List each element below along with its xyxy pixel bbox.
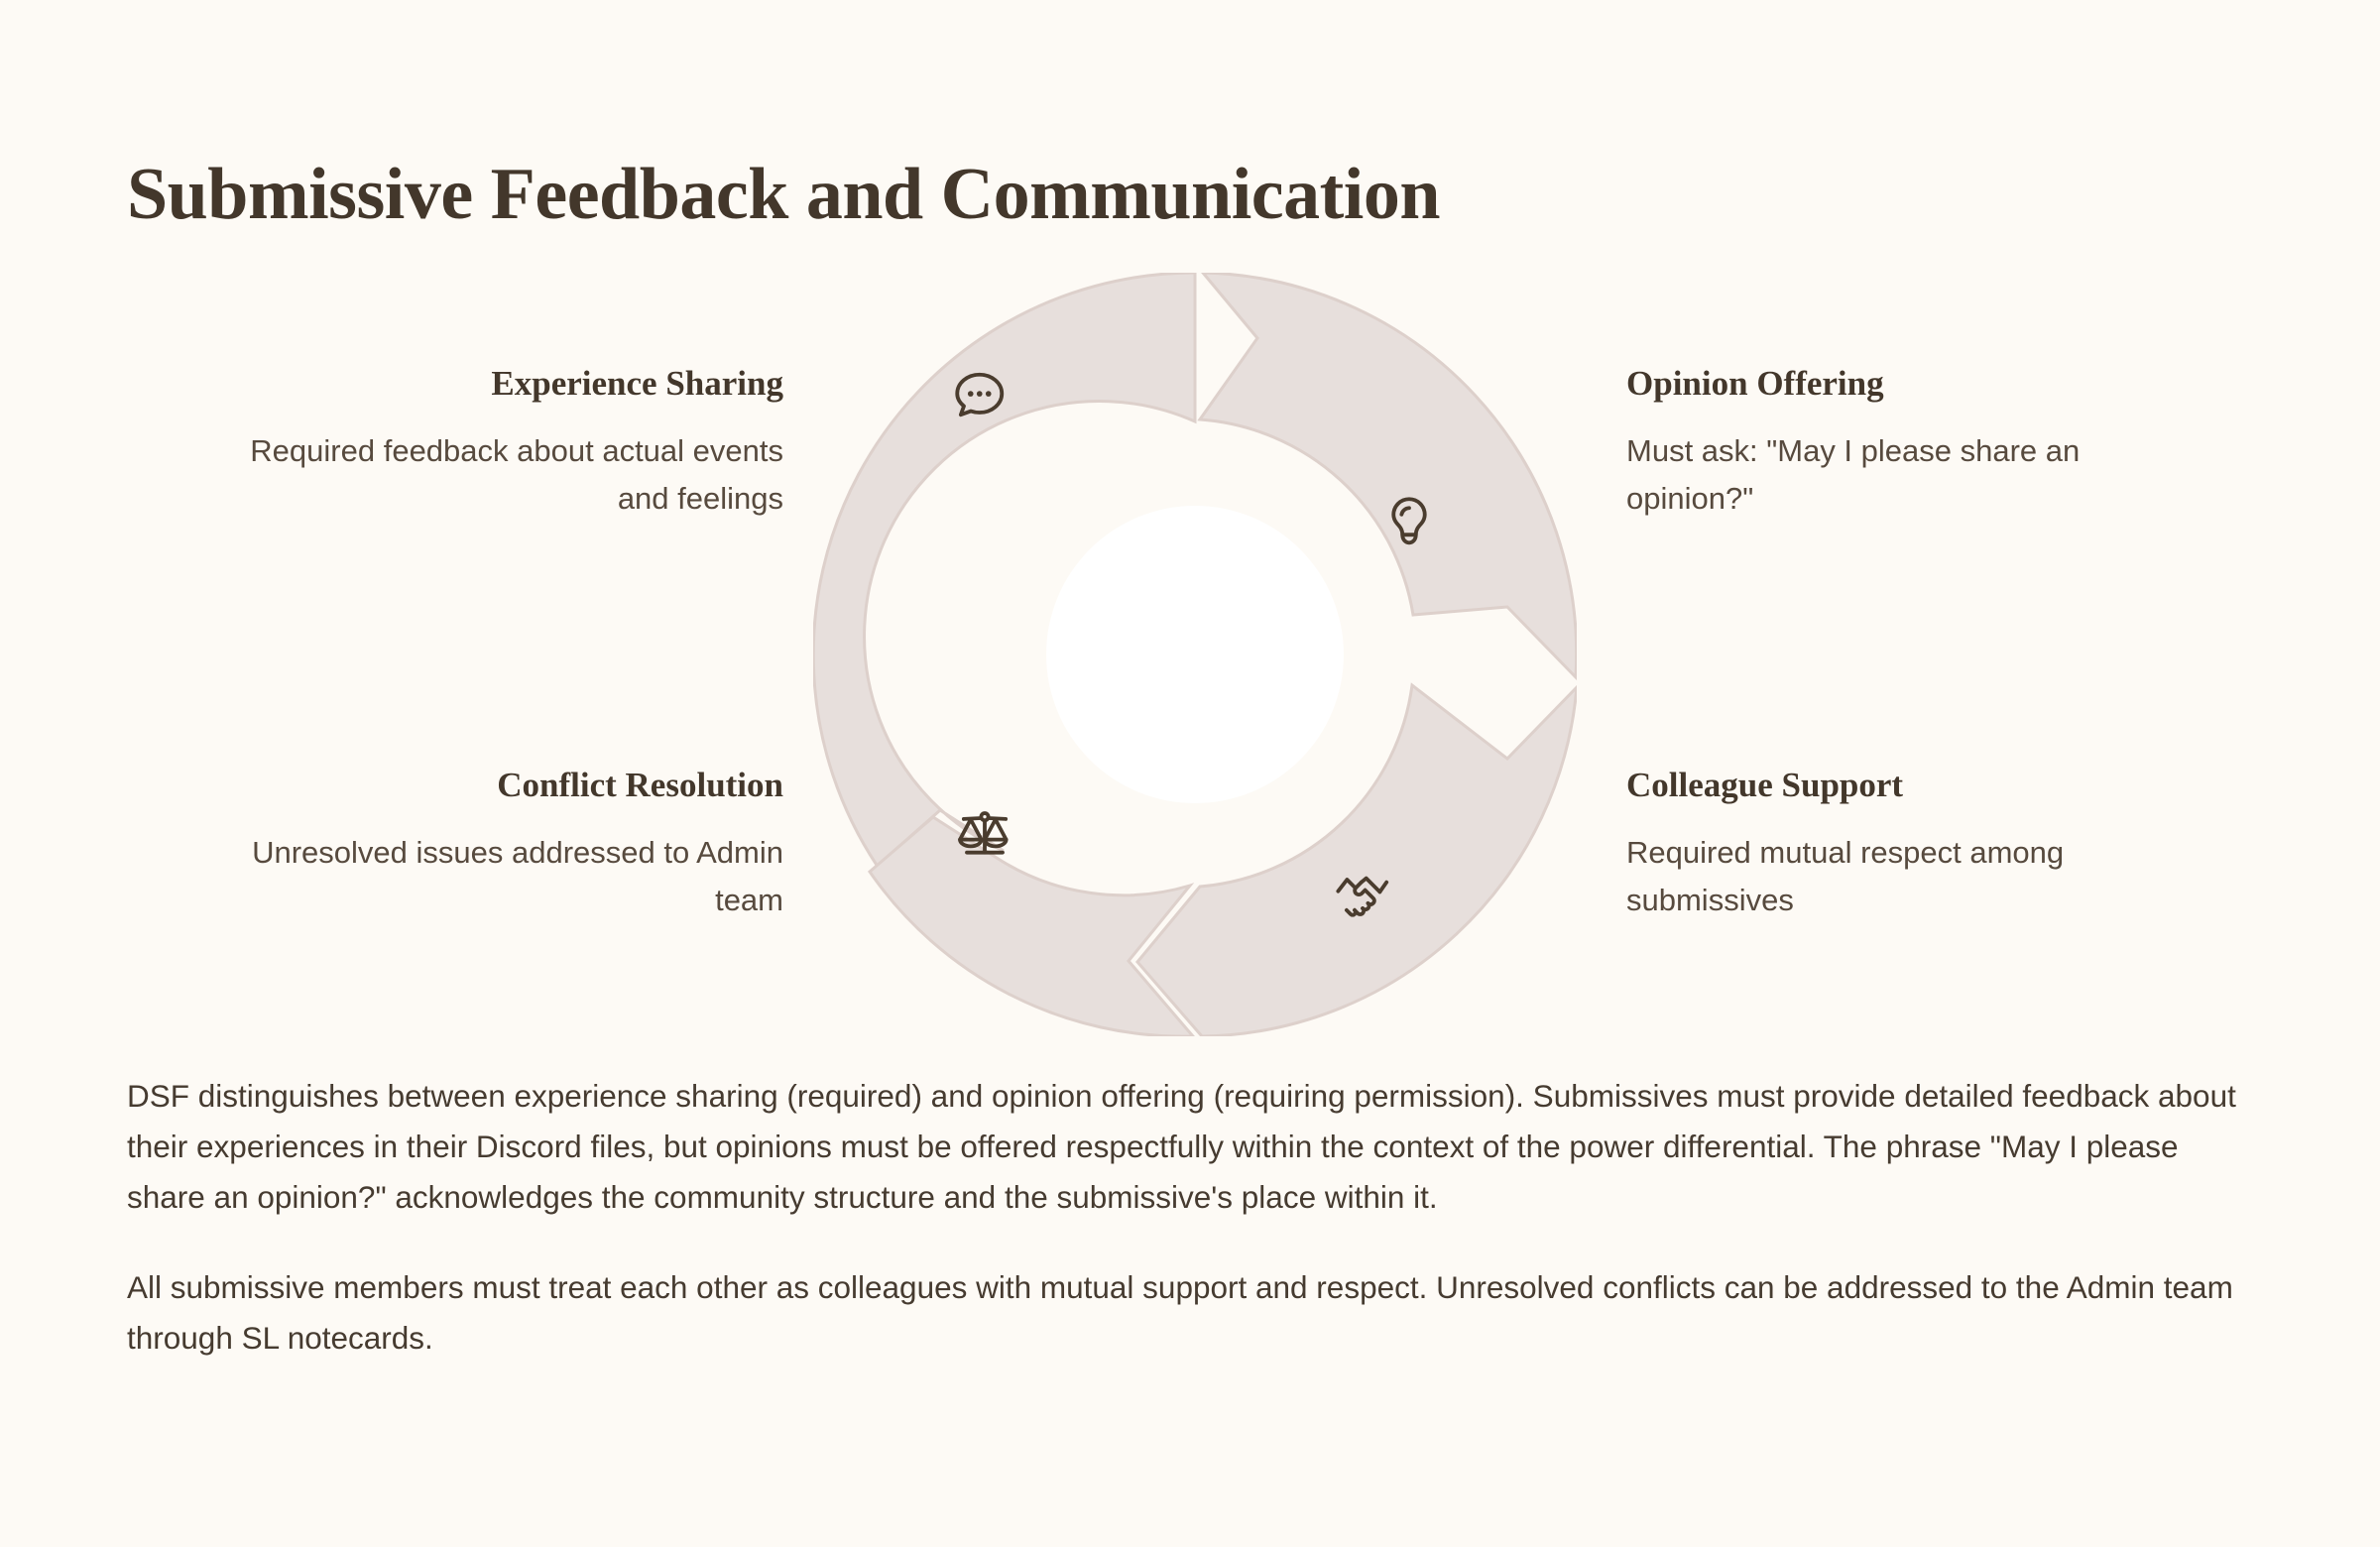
quadrant-heading: Conflict Resolution: [497, 766, 783, 804]
cycle-diagram: Experience Sharing Required feedback abo…: [0, 248, 2380, 1051]
lightbulb-icon: [1391, 497, 1427, 545]
description-text: DSF distinguishes between experience sha…: [127, 1071, 2259, 1364]
donut-wheel: [813, 273, 1577, 1036]
segment-experience-sharing: [813, 273, 1197, 869]
quadrant-heading: Colleague Support: [1626, 766, 1904, 804]
handshake-icon: [1336, 876, 1389, 917]
donut-segments: [813, 273, 1577, 1036]
quadrant-body: Required feedback about actual events an…: [250, 432, 783, 516]
quadrant-body: Required mutual respect among submissive…: [1626, 834, 2065, 917]
donut-center-hole: [1046, 506, 1344, 803]
quadrant-body: Unresolved issues addressed to Admin tea…: [252, 834, 783, 917]
quadrant-colleague-support: Colleague Support Required mutual respec…: [1626, 764, 2182, 924]
paragraph-1: DSF distinguishes between experience sha…: [127, 1078, 2236, 1216]
scales-of-justice-icon: [958, 811, 1009, 855]
speech-bubble-dots-icon: [955, 372, 1005, 417]
quadrant-experience-sharing: Experience Sharing Required feedback abo…: [228, 362, 783, 523]
segment-colleague-support: [1135, 682, 1577, 1036]
quadrant-conflict-resolution: Conflict Resolution Unresolved issues ad…: [228, 764, 783, 924]
quadrant-opinion-offering: Opinion Offering Must ask: "May I please…: [1626, 362, 2182, 523]
quadrant-heading: Experience Sharing: [491, 364, 783, 403]
segment-opinion-offering: [1197, 273, 1577, 681]
paragraph-2: All submissive members must treat each o…: [127, 1269, 2233, 1357]
page-title: Submissive Feedback and Communication: [127, 153, 1440, 235]
quadrant-heading: Opinion Offering: [1626, 364, 1884, 403]
quadrant-body: Must ask: "May I please share an opinion…: [1626, 432, 2081, 516]
segment-conflict-resolution: [867, 815, 1195, 1036]
